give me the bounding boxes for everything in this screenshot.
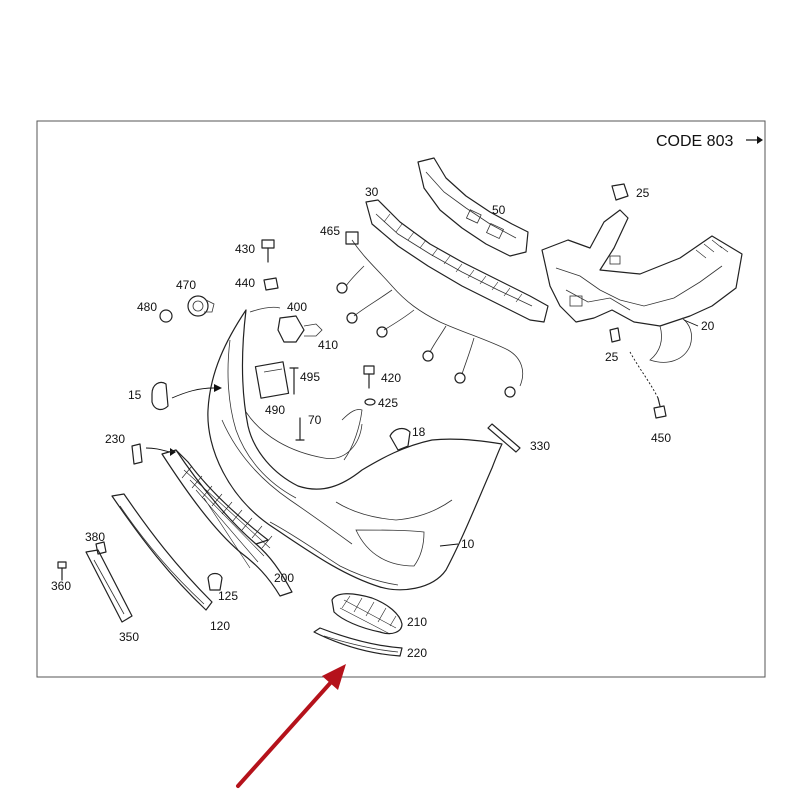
callout-50: 50 [492, 203, 506, 217]
callout-20: 20 [701, 319, 715, 333]
callout-450: 450 [651, 431, 671, 445]
control-module-490 [254, 361, 290, 399]
clip-upper [611, 183, 629, 201]
wiring-harness [336, 231, 524, 398]
side-bracket-assembly [541, 209, 743, 363]
callout-350: 350 [119, 630, 139, 644]
callout-420: 420 [381, 371, 401, 385]
callout-25-upper: 25 [636, 186, 650, 200]
clip-440 [263, 277, 279, 291]
callout-220: 220 [407, 646, 427, 660]
washer-425 [364, 398, 376, 406]
callout-480: 480 [137, 300, 157, 314]
callout-230: 230 [105, 432, 125, 446]
callout-430: 430 [235, 242, 255, 256]
callout-18: 18 [412, 425, 426, 439]
stud-70 [295, 417, 305, 441]
callout-15: 15 [128, 388, 142, 402]
lower-grille-200 [161, 449, 293, 597]
callout-490: 490 [265, 403, 285, 417]
highlight-arrow-icon [236, 664, 346, 788]
bumper-cover [207, 306, 503, 591]
code-arrow-icon [746, 136, 763, 144]
callout-470: 470 [176, 278, 196, 292]
callout-125: 125 [218, 589, 238, 603]
plate-holder-350 [85, 549, 133, 623]
callout-360: 360 [51, 579, 71, 593]
bolt-430 [261, 239, 275, 263]
tow-cover-15 [151, 381, 222, 411]
clip-lower [609, 327, 621, 343]
bracket-495 [289, 367, 299, 395]
trim-strip-330 [487, 423, 521, 453]
callout-70: 70 [308, 413, 322, 427]
bolt-450 [629, 351, 667, 419]
upper-reinforcement [417, 157, 529, 257]
callout-330: 330 [530, 439, 550, 453]
code-label: CODE 803 [656, 133, 733, 150]
sensor-holder [277, 315, 323, 343]
callout-410: 410 [318, 338, 338, 352]
parking-sensor-470 [187, 295, 215, 317]
sensor-ring-480 [159, 309, 173, 323]
callout-210: 210 [407, 615, 427, 629]
impact-absorber [365, 199, 549, 323]
diagram-frame [36, 120, 766, 678]
clip-230 [131, 443, 176, 465]
callout-200: 200 [274, 571, 294, 585]
screw-420 [363, 365, 375, 389]
callout-30: 30 [365, 185, 379, 199]
lower-trim-120 [111, 493, 213, 611]
callout-380: 380 [85, 530, 105, 544]
callout-495: 495 [300, 370, 320, 384]
callout-440: 440 [235, 276, 255, 290]
callout-400: 400 [287, 300, 307, 314]
side-grille-210 [331, 593, 403, 635]
callout-120: 120 [210, 619, 230, 633]
trim-strip-220 [313, 627, 403, 657]
screw-360 [57, 561, 67, 581]
clip-125 [207, 572, 223, 591]
clip-380 [95, 541, 107, 555]
callout-425: 425 [378, 396, 398, 410]
callout-25-lower: 25 [605, 350, 619, 364]
callout-10: 10 [461, 537, 475, 551]
callout-465: 465 [320, 224, 340, 238]
cap-18 [389, 427, 411, 451]
